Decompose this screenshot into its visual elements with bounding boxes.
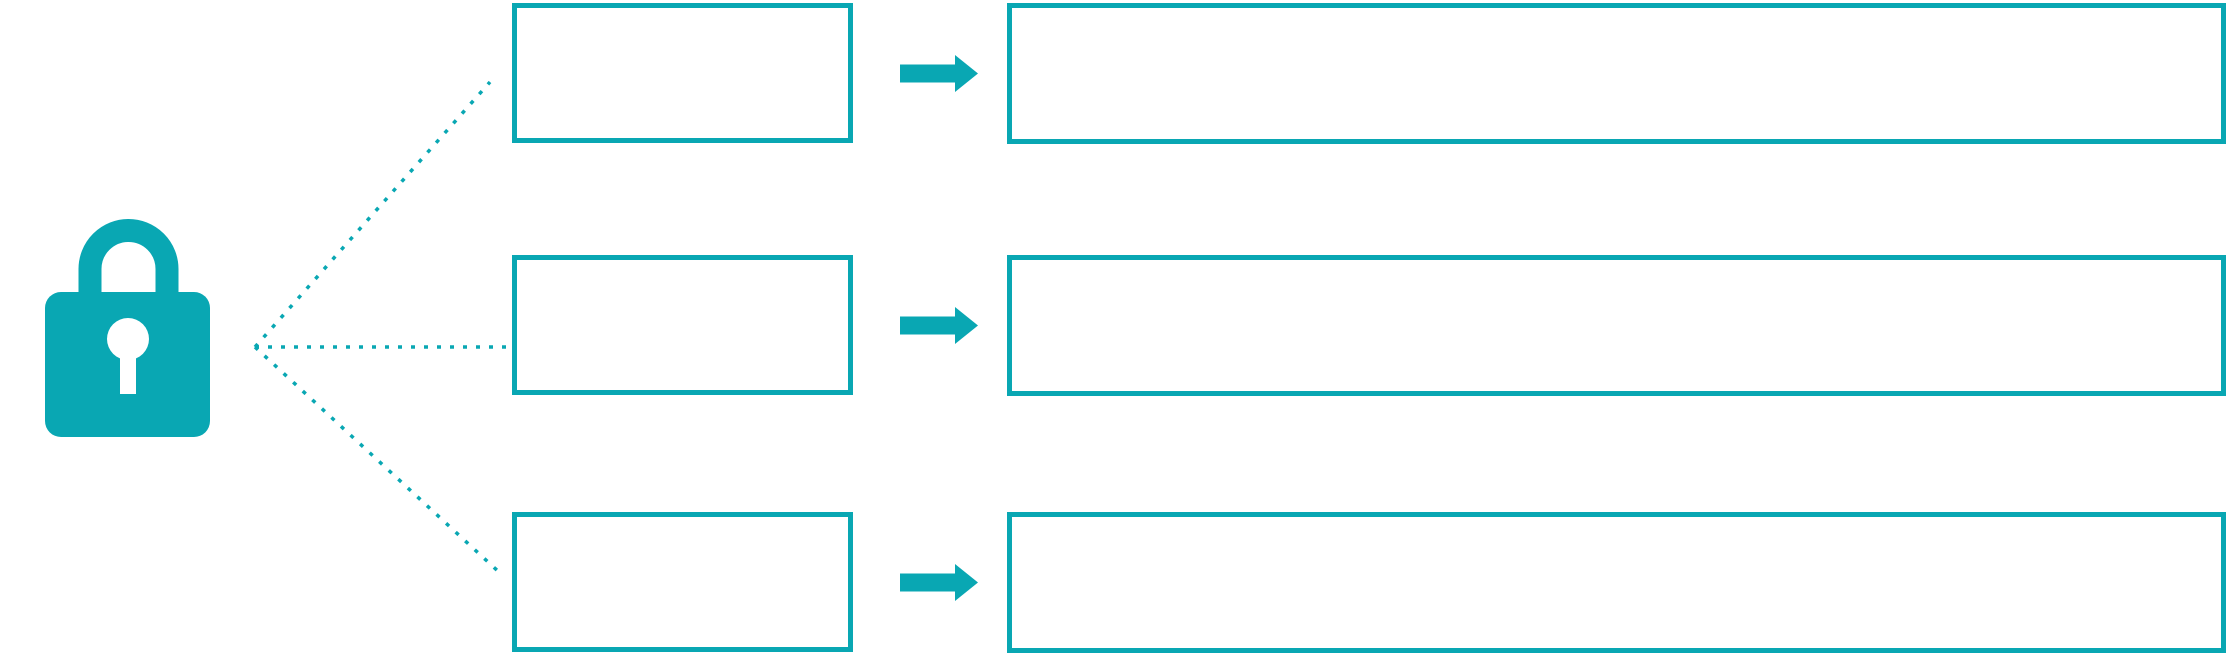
arrow-right-icon-2 [900, 307, 978, 344]
lock-keyhole-stem [120, 348, 136, 394]
connector-line-top [253, 80, 492, 349]
branch-label-box-2 [512, 255, 853, 395]
lock-shackle [78, 219, 179, 321]
connector-line-bottom [253, 345, 502, 575]
arrow-right-icon-1 [900, 55, 978, 92]
arrow-right-icon-3 [900, 564, 978, 601]
lock-keyhole [107, 318, 149, 360]
branch-description-box-3 [1007, 512, 2226, 653]
branch-description-box-1 [1007, 3, 2226, 144]
branch-description-box-2 [1007, 255, 2226, 396]
lock-icon [45, 219, 210, 437]
branch-label-box-3 [512, 512, 853, 652]
branch-label-box-1 [512, 3, 853, 143]
